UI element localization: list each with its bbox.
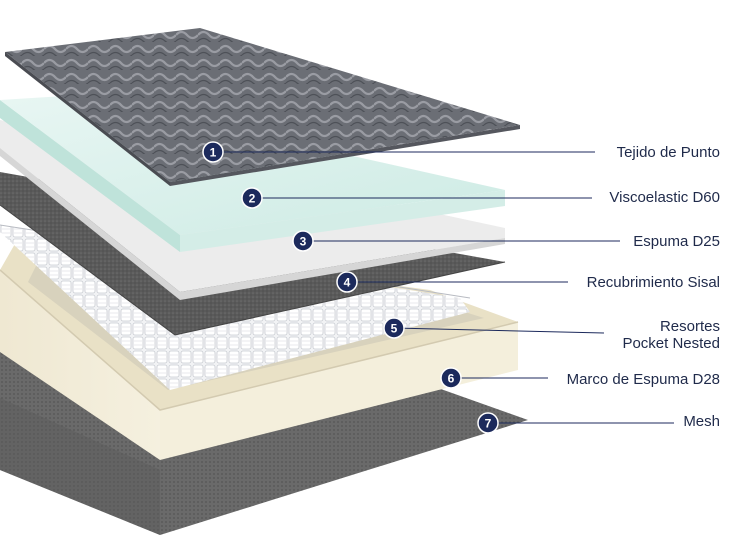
marker-6: 6 <box>440 367 462 389</box>
layer-markers: 1 2 3 4 5 6 7 <box>202 141 499 434</box>
marker-number-3: 3 <box>300 235 307 249</box>
marker-circle-2 <box>241 187 263 209</box>
leader-lines <box>213 151 674 424</box>
marker-4: 4 <box>336 271 358 293</box>
marker-circle-1 <box>202 141 224 163</box>
marker-5: 5 <box>383 317 405 339</box>
marker-3: 3 <box>292 230 314 252</box>
label-viscoelastic-d60: Viscoelastic D60 <box>609 189 720 206</box>
label-espuma-d25: Espuma D25 <box>633 233 720 250</box>
marker-number-2: 2 <box>249 192 256 206</box>
marker-number-7: 7 <box>485 417 492 431</box>
layer-knit-fabric <box>5 28 520 186</box>
marker-circle-3 <box>292 230 314 252</box>
label-mesh: Mesh <box>683 413 720 430</box>
marker-number-4: 4 <box>344 276 351 290</box>
marker-circle-7 <box>477 412 499 434</box>
label-tejido-de-punto: Tejido de Punto <box>616 144 720 161</box>
label-recubrimiento-sisal: Recubrimiento Sisal <box>586 274 720 291</box>
marker-circle-4 <box>336 271 358 293</box>
leader-line-5 <box>393 327 605 334</box>
label-resortes-pocket-nested: Resortes Pocket Nested <box>622 318 720 352</box>
marker-number-5: 5 <box>391 322 398 336</box>
marker-2: 2 <box>241 187 263 209</box>
marker-number-6: 6 <box>448 372 455 386</box>
marker-circle-6 <box>440 367 462 389</box>
label-marco-de-espuma-d28: Marco de Espuma D28 <box>566 371 720 388</box>
marker-7: 7 <box>477 412 499 434</box>
marker-circle-5 <box>383 317 405 339</box>
marker-number-1: 1 <box>210 146 217 160</box>
marker-1: 1 <box>202 141 224 163</box>
